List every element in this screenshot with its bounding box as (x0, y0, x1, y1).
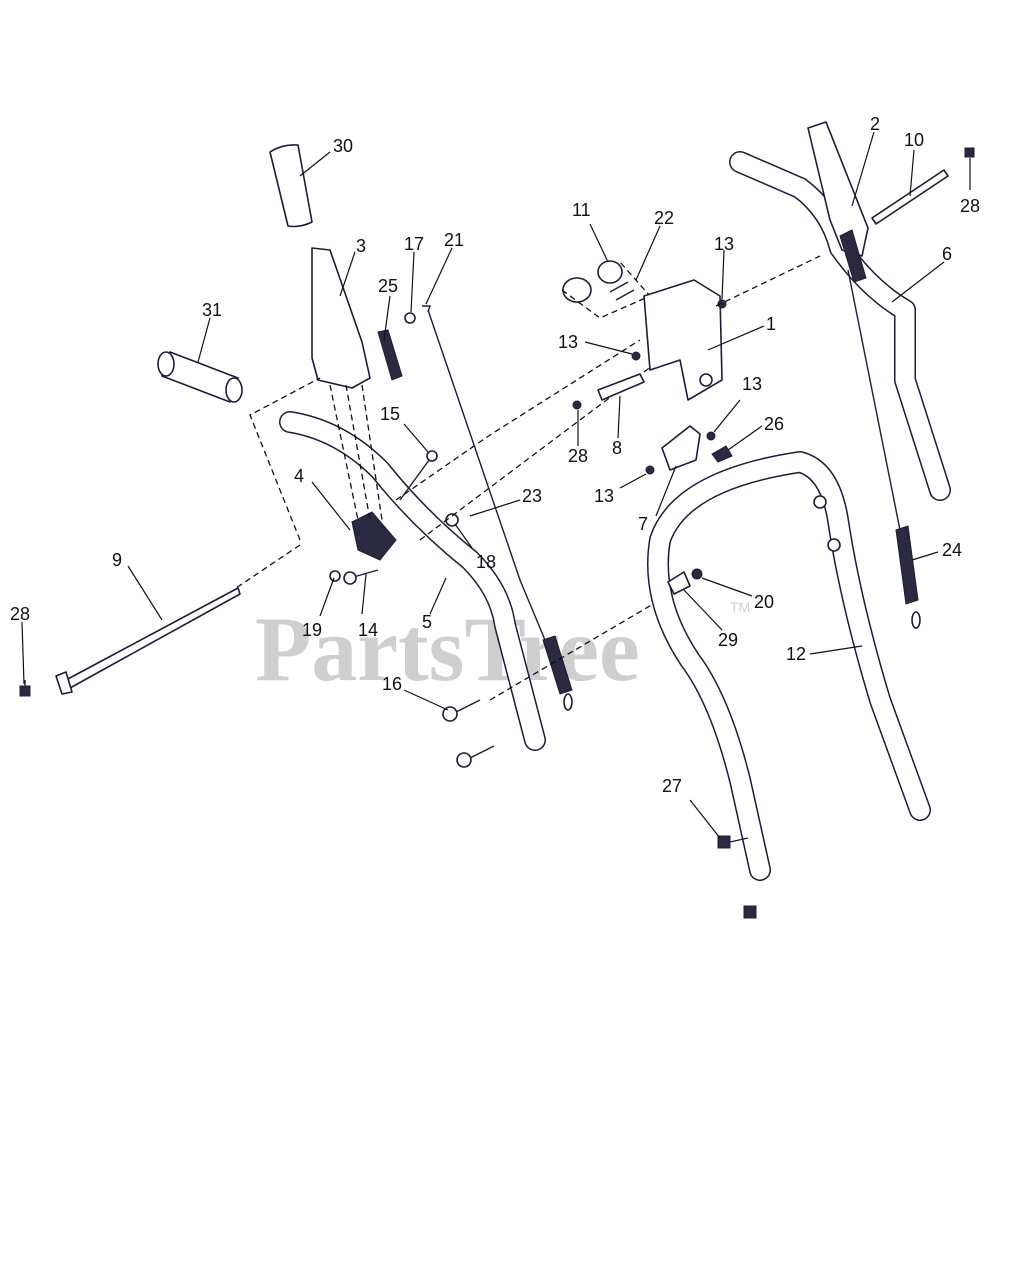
callout-28-center: 28 (568, 446, 588, 466)
part-2-lever (807, 121, 869, 257)
part-11-knob (562, 260, 623, 303)
callout-15: 15 (380, 404, 400, 424)
callout-22: 22 (654, 208, 674, 228)
dash-left-1 (249, 377, 321, 541)
part-2-spring (839, 229, 867, 283)
part-bolt-bottom (743, 905, 757, 919)
callout-24: 24 (942, 540, 962, 560)
part-30-grip (269, 144, 313, 228)
callout-6: 6 (942, 244, 952, 264)
part-14-bolt (343, 569, 379, 585)
callout-28-left: 28 (10, 604, 30, 624)
callout-13-lower: 13 (594, 486, 614, 506)
part-13-nut-c (706, 431, 716, 441)
callout-19: 19 (302, 620, 322, 640)
dash-center-3 (489, 599, 661, 701)
callout-9: 9 (112, 550, 122, 570)
part-17-washer (404, 312, 416, 324)
part-bolt-lower (456, 745, 495, 768)
part-24-cable (847, 269, 921, 629)
callout-3: 3 (356, 236, 366, 256)
callout-21: 21 (444, 230, 464, 250)
part-29-cap (667, 571, 691, 595)
dash-knob (561, 261, 652, 319)
callout-10: 10 (904, 130, 924, 150)
callout-31: 31 (202, 300, 222, 320)
callout-17: 17 (404, 234, 424, 254)
part-16-bolt (442, 699, 481, 722)
part-4-bracket (351, 511, 397, 561)
part-15-end (426, 450, 438, 462)
part-27-bolt (717, 835, 749, 849)
part-5-handle (279, 411, 546, 751)
callout-labels: 30 3 17 21 25 31 15 4 19 14 5 18 23 9 28… (10, 114, 980, 796)
part-1-bracket (643, 279, 723, 401)
part-8-pin (597, 373, 645, 401)
callout-28-right: 28 (960, 196, 980, 216)
callout-13-left: 13 (558, 332, 578, 352)
callout-1: 1 (766, 314, 776, 334)
leader-lines (21, 131, 971, 839)
callout-11: 11 (572, 200, 591, 220)
callout-29: 29 (718, 630, 738, 650)
part-23-cable (427, 309, 573, 711)
callout-27: 27 (662, 776, 682, 796)
callout-30: 30 (333, 136, 353, 156)
dash-right (715, 255, 821, 307)
part-13-nut-a (631, 351, 641, 361)
part-10-rod (871, 169, 949, 225)
part-28-bolt-left (19, 680, 31, 697)
callout-23: 23 (522, 486, 542, 506)
callout-20: 20 (754, 592, 774, 612)
callout-4: 4 (294, 466, 304, 486)
part-6-handle (729, 151, 951, 501)
callout-13-top: 13 (714, 234, 734, 254)
callout-26: 26 (764, 414, 784, 434)
callout-25: 25 (378, 276, 398, 296)
dash-left-5 (361, 384, 383, 521)
callout-8: 8 (612, 438, 622, 458)
callout-16: 16 (382, 674, 402, 694)
dash-left-4 (345, 384, 371, 521)
part-15-link (399, 455, 433, 501)
part-22-clip (609, 281, 635, 301)
callout-18: 18 (476, 552, 496, 572)
part-3-lever (311, 247, 371, 389)
callout-5: 5 (422, 612, 432, 632)
dash-center-1 (395, 339, 641, 501)
dash-left-3 (329, 384, 359, 521)
callout-12: 12 (786, 644, 806, 664)
part-9-rod (55, 587, 241, 695)
callout-7: 7 (638, 514, 648, 534)
callout-13-right: 13 (742, 374, 762, 394)
part-13-nut-d (645, 465, 655, 475)
part-20-nut (691, 568, 703, 580)
part-28-bolt-center (572, 400, 582, 410)
watermark-tm: TM (730, 599, 750, 615)
watermark: PartsTree (255, 598, 640, 700)
part-19-nut (329, 570, 341, 582)
callout-14: 14 (358, 620, 378, 640)
part-25-spring (377, 329, 403, 381)
part-26-spring (711, 445, 733, 463)
callout-2: 2 (870, 114, 880, 134)
part-12-handle (647, 451, 931, 881)
dash-left-2 (235, 544, 301, 589)
part-12-bolt-a (813, 495, 827, 509)
part-12-bolt-b (827, 538, 841, 552)
part-7-bracket (661, 425, 701, 471)
part-31-tube-grip (157, 351, 243, 403)
part-28-bolt-right (964, 147, 975, 158)
